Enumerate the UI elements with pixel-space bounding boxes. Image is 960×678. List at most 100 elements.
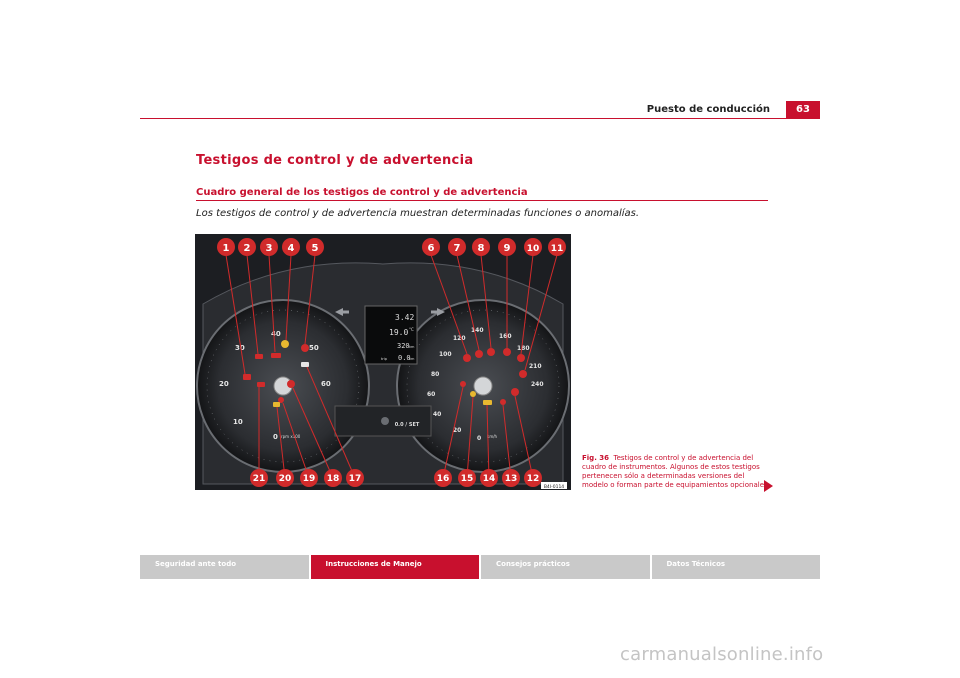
callout-14-label: 14 [483, 474, 496, 484]
tachometer-numbers: 10 20 30 40 50 60 0 [219, 330, 331, 441]
callout-6-label: 6 [428, 243, 435, 254]
lamp-14-icon [483, 400, 492, 405]
callout-11 [548, 238, 566, 256]
callout-15 [458, 469, 476, 487]
display-odo: 320 [397, 342, 410, 350]
turn-left-arrow-icon [335, 308, 349, 316]
lamp-12-icon [511, 388, 519, 396]
speedometer-hub [473, 376, 493, 396]
callout-17 [346, 469, 364, 487]
callout-20 [276, 469, 294, 487]
callout-16-label: 16 [437, 474, 450, 484]
lamp-11-icon [519, 370, 527, 378]
callout-3-label: 3 [266, 243, 273, 254]
caption-text: Testigos de control y de advertencia del… [582, 454, 770, 489]
lamp-1-icon [243, 374, 251, 380]
lamp-18-icon [287, 380, 295, 388]
speed-tick-100: 100 [439, 351, 452, 358]
speedometer-unit: km/h [487, 434, 498, 439]
speed-tick-120: 120 [453, 335, 466, 342]
callout-21 [250, 469, 268, 487]
tach-tick-20: 20 [219, 380, 229, 388]
lamp-13-icon [500, 399, 506, 405]
lamp-15-icon [470, 391, 476, 397]
speed-tick-140: 140 [471, 327, 484, 334]
callout-20-label: 20 [279, 474, 292, 484]
lamp-16-icon [460, 381, 466, 387]
speed-tick-210: 210 [529, 363, 542, 370]
tab-datos-tecnicos[interactable]: Datos Técnicos [651, 555, 820, 579]
callout-16 [434, 469, 452, 487]
speed-tick-20: 20 [453, 427, 461, 434]
display-trip-label: trip [381, 357, 388, 361]
callout-13-label: 13 [505, 474, 518, 484]
display-temp-unit: °C [409, 327, 414, 332]
callout-2 [238, 238, 256, 256]
callout-9 [498, 238, 516, 256]
speed-tick-160: 160 [499, 333, 512, 340]
callout-1-label: 1 [223, 243, 230, 254]
callout-2-label: 2 [244, 243, 251, 254]
callout-13 [502, 469, 520, 487]
callout-12-label: 12 [527, 474, 540, 484]
callout-19 [300, 469, 318, 487]
callout-17-label: 17 [349, 474, 362, 484]
speed-zero: 0 [477, 435, 481, 442]
callout-21-label: 21 [253, 474, 266, 484]
lamp-19-icon [278, 397, 284, 403]
callout-10 [524, 238, 542, 256]
callouts-top: 1 2 3 4 5 6 7 8 9 10 11 [217, 238, 566, 256]
speed-tick-80: 80 [431, 371, 439, 378]
callout-3 [260, 238, 278, 256]
lamp-9-icon [503, 348, 511, 356]
callout-6 [422, 238, 440, 256]
display-trip: 0.0 [398, 354, 411, 362]
caption-label: Fig. 36 [582, 454, 610, 462]
callout-5 [306, 238, 324, 256]
display-temp: 19.0 [389, 328, 408, 337]
intro-text: Los testigos de control y de advertencia… [196, 208, 640, 219]
tach-tick-60: 60 [321, 380, 331, 388]
display-odo-unit: km [409, 345, 415, 349]
callout-12 [524, 469, 542, 487]
tab-instrucciones[interactable]: Instrucciones de Manejo [310, 555, 479, 579]
callout-leaders [225, 254, 558, 479]
tach-tick-50: 50 [309, 344, 319, 352]
callout-5-label: 5 [312, 243, 319, 254]
turn-right-arrow-icon [431, 308, 445, 316]
speed-tick-180: 180 [517, 345, 530, 352]
callout-1 [217, 238, 235, 256]
callout-9-label: 9 [504, 243, 511, 254]
callouts-bottom: 21 20 19 18 17 16 15 14 13 12 [250, 469, 542, 487]
tab-consejos[interactable]: Consejos prácticos [481, 555, 650, 579]
figure-caption: Fig. 36 Testigos de control y de adverte… [582, 454, 772, 490]
subsection-title: Cuadro general de los testigos de contro… [196, 187, 528, 198]
next-page-arrow-icon[interactable] [764, 480, 773, 492]
instrument-cluster-svg: 3.42 19.0 °C 320 km trip 0.0 km 0.0 / SE… [195, 234, 571, 490]
lamp-7-icon [475, 350, 483, 358]
callout-18-label: 18 [327, 474, 340, 484]
tab-seguridad[interactable]: Seguridad ante todo [140, 555, 309, 579]
lamp-6-icon [463, 354, 471, 362]
figure-code: B4I-0114 [544, 484, 564, 490]
lamp-5-icon [301, 344, 309, 352]
footer-tabs: Seguridad ante todo Instrucciones de Man… [140, 555, 820, 579]
section-title: Testigos de control y de advertencia [196, 153, 474, 168]
tach-zero: 0 [273, 433, 278, 441]
callout-15-label: 15 [461, 474, 474, 484]
lamp-20-icon [273, 402, 280, 407]
callout-19-label: 19 [303, 474, 316, 484]
callout-8 [472, 238, 490, 256]
speed-tick-60: 60 [427, 391, 435, 398]
callout-7-label: 7 [454, 243, 461, 254]
lamp-21-icon [257, 382, 265, 387]
callout-18 [324, 469, 342, 487]
page-number: 63 [786, 101, 820, 119]
callout-8-label: 8 [478, 243, 485, 254]
lamp-17-icon [301, 362, 309, 367]
lamp-3-icon [271, 353, 281, 358]
speed-tick-40: 40 [433, 411, 441, 418]
tach-tick-10: 10 [233, 418, 243, 426]
reset-knob [381, 417, 389, 425]
warning-lamps-left [243, 340, 309, 407]
